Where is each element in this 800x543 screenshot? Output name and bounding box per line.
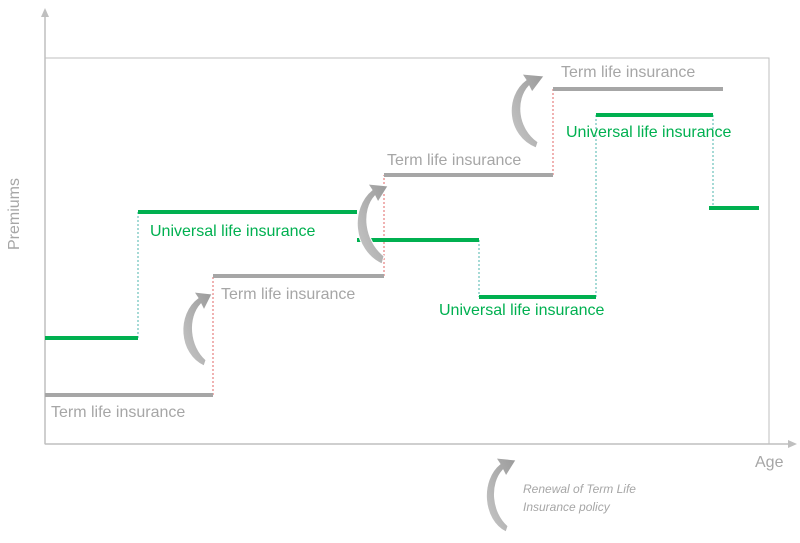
renewal-legend-text: Renewal of Term Life Insurance policy: [523, 480, 636, 516]
term-label-2: Term life insurance: [221, 286, 356, 303]
legend-renewal-arrow-icon: [486, 457, 517, 533]
term-label-4: Term life insurance: [561, 64, 696, 81]
universal-label-1: Universal life insurance: [150, 223, 316, 240]
renewal-legend-line-2: Insurance policy: [523, 500, 610, 514]
y-axis-arrowhead: [41, 8, 49, 17]
term-label-1: Term life insurance: [51, 404, 186, 421]
renewal-arrow-icon: [182, 291, 213, 367]
renewal-legend-line-1: Renewal of Term Life: [523, 482, 636, 496]
renewal-arrow-icon: [356, 183, 389, 265]
x-axis-arrowhead: [788, 440, 797, 448]
term-label-3: Term life insurance: [387, 152, 522, 169]
renewal-arrow-icon: [510, 73, 545, 149]
universal-label-2: Universal life insurance: [439, 302, 605, 319]
x-axis-label: Age: [755, 454, 784, 471]
y-axis-label: Premiums: [6, 177, 23, 250]
universal-label-3: Universal life insurance: [566, 124, 732, 141]
